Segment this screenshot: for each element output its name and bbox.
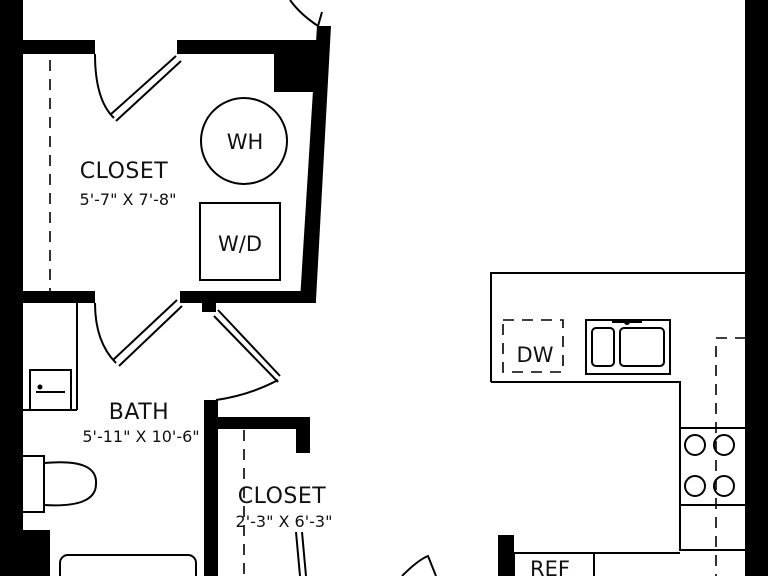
toilet-icon bbox=[21, 455, 98, 513]
closet-main-dimensions: 5'-7" X 7'-8" bbox=[80, 190, 177, 209]
bath-sink-icon bbox=[29, 369, 72, 411]
small-closet-top-wall bbox=[218, 417, 310, 429]
left-exterior-wall-lower bbox=[0, 300, 22, 576]
top-door-swing bbox=[289, 0, 319, 27]
closet-main-name: CLOSET bbox=[80, 159, 169, 184]
refrigerator-label: REF bbox=[530, 557, 570, 576]
small-closet-top-return bbox=[296, 417, 310, 453]
washer-dryer-label: W/D bbox=[218, 232, 262, 256]
thin-lines bbox=[21, 0, 747, 576]
bath-name: BATH bbox=[109, 400, 169, 425]
closet-top-wall-left bbox=[22, 40, 95, 54]
fixtures bbox=[21, 97, 747, 576]
closet-pillar bbox=[274, 54, 318, 92]
closet-bottom-wall-right bbox=[180, 291, 316, 303]
bath-door-leaf bbox=[112, 299, 178, 361]
washer-dryer-icon bbox=[199, 202, 281, 281]
closet-small-dimensions: 2'-3" X 6'-3" bbox=[236, 512, 333, 531]
cooktop-icon bbox=[679, 427, 747, 506]
dishwasher-icon bbox=[502, 319, 564, 373]
closet-bottom-wall-left bbox=[22, 291, 95, 303]
bottom-door-swing bbox=[401, 554, 437, 576]
left-exterior-wall-bump bbox=[0, 530, 50, 576]
bathtub-icon bbox=[59, 554, 197, 576]
kitchen-sink-icon bbox=[585, 319, 671, 375]
hall-door-swing bbox=[215, 379, 279, 401]
closet-door-swing bbox=[94, 53, 115, 119]
labels: CLOSET 5'-7" X 7'-8" BATH 5'-11" X 10'-6… bbox=[80, 130, 570, 576]
closet-right-wall bbox=[300, 26, 331, 300]
bath-door-swing bbox=[94, 302, 117, 364]
bath-door-jamb bbox=[202, 300, 216, 312]
doors bbox=[94, 0, 437, 576]
closet-door-leaf bbox=[109, 55, 177, 116]
closet-small-name: CLOSET bbox=[238, 484, 327, 509]
right-exterior-wall bbox=[746, 0, 768, 576]
bath-dimensions: 5'-11" X 10'-6" bbox=[82, 427, 199, 446]
closet-top-wall-right bbox=[177, 40, 322, 54]
kitchen-partition-wall bbox=[498, 535, 514, 576]
hall-door-leaf bbox=[213, 315, 279, 383]
dashed-lines bbox=[49, 60, 746, 576]
upper-cabinet-line bbox=[715, 337, 746, 576]
water-heater-label: WH bbox=[227, 130, 264, 154]
refrigerator-icon bbox=[513, 552, 595, 576]
bath-right-wall bbox=[204, 400, 218, 576]
left-exterior-wall-upper bbox=[0, 0, 22, 300]
dishwasher-label: DW bbox=[517, 343, 554, 367]
water-heater-icon bbox=[200, 97, 288, 185]
